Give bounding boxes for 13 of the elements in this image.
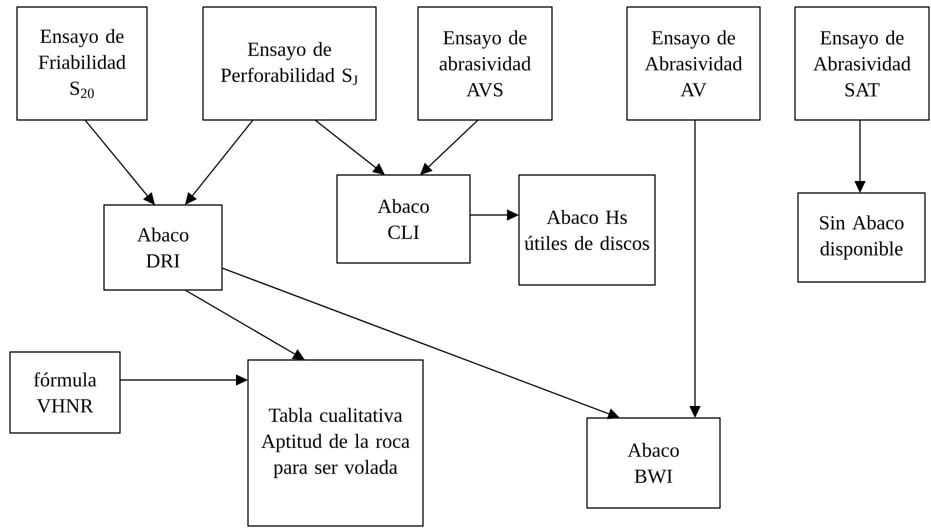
process-box: Abaco BWI xyxy=(586,417,721,509)
process-box: Abaco CLI xyxy=(336,174,471,264)
process-box: Ensayo de Friabilidad S$_{20}$ xyxy=(16,6,148,121)
arrow xyxy=(420,120,478,175)
process-box: fórmula VHNR xyxy=(9,351,121,434)
process-box: Tabla cualitativa Aptitud de la roca para ser volada xyxy=(247,359,424,527)
process-box: Abaco DRI xyxy=(103,204,223,291)
process-box: Ensayo de abrasividad AVS xyxy=(417,6,553,121)
process-box: Ensayo de Abrasividad AV xyxy=(626,6,761,121)
process-box: Ensayo de Perforabilidad S$_{J}$ xyxy=(202,6,377,121)
process-box: Sin Abaco disponible xyxy=(797,192,926,283)
process-box: Ensayo de Abrasividad SAT xyxy=(794,6,930,121)
process-box: Abaco Hs útiles de discos xyxy=(518,174,656,286)
